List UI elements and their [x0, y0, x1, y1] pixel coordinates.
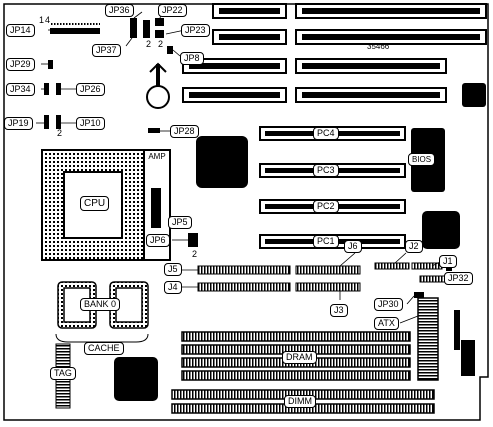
j5-label: J5 — [164, 263, 182, 276]
jp19-label: JP19 — [4, 117, 33, 130]
jp26-label: JP26 — [76, 83, 105, 96]
j6-label: J6 — [344, 240, 362, 253]
jp14-pin-marker-b: 4 — [45, 15, 51, 25]
jp36-label: JP36 — [105, 4, 134, 17]
header-connectors — [197, 262, 449, 292]
board-outline — [3, 3, 489, 421]
leader-lines — [36, 11, 449, 324]
j4-label: J4 — [164, 281, 182, 294]
dram-label: DRAM — [282, 351, 317, 364]
jp30-label: JP30 — [374, 298, 403, 311]
jp32-label: JP32 — [444, 272, 473, 285]
cache-label: CACHE — [84, 342, 124, 355]
tag-label: TAG — [50, 367, 76, 380]
jumper-blocks — [44, 18, 452, 298]
jp5-pin-marker: 2 — [192, 249, 198, 259]
dimm-label: DIMM — [284, 395, 316, 408]
cpu-socket — [41, 149, 171, 261]
io-port-edge — [454, 310, 460, 350]
cache-bracket — [55, 333, 149, 343]
jp23-pin-marker: 2 — [158, 39, 164, 49]
jp14-pin-marker-a: 1 — [39, 15, 45, 25]
chip-bottom-left — [114, 357, 158, 401]
io-port — [461, 340, 475, 376]
bios-label: BIOS — [408, 153, 436, 166]
j2-label: J2 — [405, 240, 423, 253]
atx-power — [417, 297, 439, 381]
pci-slot-label-pc3: PC3 — [313, 164, 339, 177]
jp5-label: JP5 — [168, 216, 192, 229]
atx-label: ATX — [374, 317, 399, 330]
board-id: 35466 — [367, 42, 390, 51]
amp-label: AMP — [148, 152, 166, 161]
top-right-chip — [462, 83, 486, 107]
jp29-label: JP29 — [6, 58, 35, 71]
pci-slot-label-pc4: PC4 — [313, 127, 339, 140]
bank0-label: BANK 0 — [80, 298, 121, 311]
jp37-pin-marker: 2 — [146, 39, 152, 49]
isa-slots — [182, 3, 487, 103]
j1-label: J1 — [439, 255, 457, 268]
jp19-pin-marker: 2 — [57, 128, 63, 138]
jp8-label: JP8 — [180, 52, 204, 65]
jp10-label: JP10 — [76, 117, 105, 130]
jp6-label: JP6 — [146, 234, 170, 247]
pci-slot-label-pc1: PC1 — [313, 235, 339, 248]
cpu-label: CPU — [80, 196, 110, 211]
jp28-label: JP28 — [170, 125, 199, 138]
jp34-label: JP34 — [6, 83, 35, 96]
pci-slots — [259, 126, 406, 249]
battery — [146, 62, 170, 109]
j3-label: J3 — [330, 304, 348, 317]
cache-chips — [57, 281, 149, 329]
pci-slot-label-pc2: PC2 — [313, 200, 339, 213]
chipset-large — [196, 136, 248, 188]
chip-right-mid — [422, 211, 460, 249]
jp14-label: JP14 — [6, 24, 35, 37]
jp23-label: JP23 — [181, 24, 210, 37]
jp22-label: JP22 — [158, 4, 187, 17]
jp37-label: JP37 — [92, 44, 121, 57]
